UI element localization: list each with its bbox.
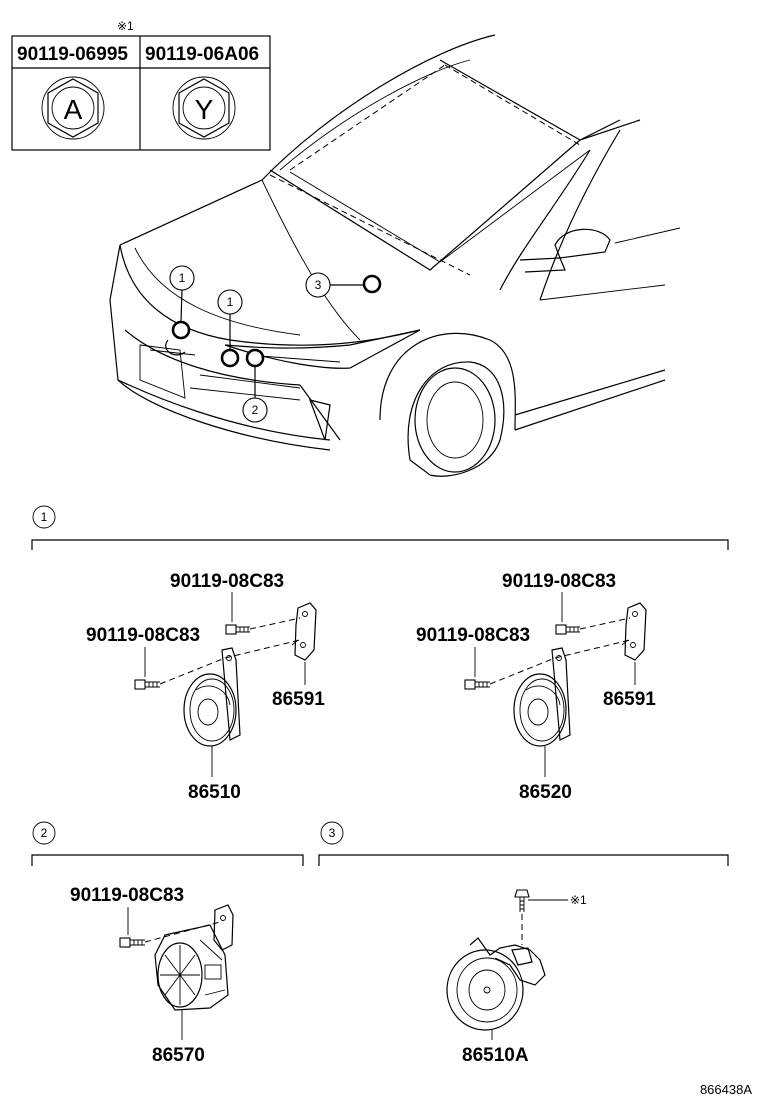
figure-id: 866438A bbox=[700, 1082, 752, 1097]
section-1-right-assembly: 90119-08C83 90119-08C83 8 bbox=[416, 571, 656, 803]
callout-1-left-label: 1 bbox=[179, 271, 186, 285]
bolt-upper-right-icon bbox=[555, 624, 580, 635]
nut-y-icon: Y bbox=[172, 76, 236, 140]
legend-table: ※1 90119-06995 90119-06A06 A Y bbox=[11, 19, 271, 151]
bracket-86591-right-icon bbox=[621, 602, 647, 661]
section-2-bolt-icon bbox=[119, 937, 145, 948]
horn-location-1b-marker bbox=[220, 348, 240, 368]
bolt-upper-right-label: 90119-08C83 bbox=[502, 571, 616, 592]
callout-2-label: 2 bbox=[252, 403, 259, 417]
callout-1-mid-label: 1 bbox=[227, 295, 234, 309]
horn-86520-icon bbox=[513, 647, 571, 747]
nut-a-mark: A bbox=[64, 94, 83, 125]
bracket-right-label: 86591 bbox=[603, 689, 656, 710]
section-2-callout: 2 bbox=[41, 826, 48, 840]
section-3-bolt-icon bbox=[514, 889, 530, 912]
bolt-lower-left-icon bbox=[134, 679, 160, 690]
section-1-left-assembly: 90119-08C83 90119-08C83 8 bbox=[86, 571, 325, 803]
section-3: 3 ※1 86510A bbox=[318, 821, 729, 1066]
nut-y-mark: Y bbox=[195, 94, 214, 125]
callout-3-label: 3 bbox=[315, 278, 322, 292]
bolt-lower-right-icon bbox=[464, 679, 490, 690]
horn-location-3-marker bbox=[362, 274, 382, 294]
section-2: 2 90119-08C83 86570 bbox=[31, 821, 304, 1066]
bolt-upper-left-icon bbox=[225, 624, 250, 635]
section-3-callout: 3 bbox=[329, 826, 336, 840]
section-1-callout: 1 bbox=[41, 510, 48, 524]
horn-left-label: 86510 bbox=[188, 782, 241, 803]
location-callouts: 1 1 2 3 bbox=[165, 265, 382, 423]
nut-a-icon: A bbox=[41, 76, 105, 140]
bracket-86591-left-icon bbox=[291, 602, 317, 661]
legend-note-mark: ※1 bbox=[117, 19, 134, 33]
bolt-upper-left-label: 90119-08C83 bbox=[170, 571, 284, 592]
horn-86510-icon bbox=[183, 647, 241, 747]
section-1: 1 90119-08C83 90119-08C83 bbox=[31, 505, 729, 803]
bolt-lower-left-label: 90119-08C83 bbox=[86, 625, 200, 646]
section-3-horn-label: 86510A bbox=[462, 1045, 529, 1066]
horn-location-1a-marker bbox=[171, 320, 191, 340]
section-2-horn-label: 86570 bbox=[152, 1045, 205, 1066]
bolt-lower-right-label: 90119-08C83 bbox=[416, 625, 530, 646]
horn-86570-icon bbox=[154, 904, 234, 1011]
horn-right-label: 86520 bbox=[519, 782, 572, 803]
horn-location-2-marker bbox=[245, 348, 265, 368]
legend-part-number-y: 90119-06A06 bbox=[145, 44, 259, 65]
section-3-bolt-note: ※1 bbox=[570, 893, 587, 907]
bracket-left-label: 86591 bbox=[272, 689, 325, 710]
legend-part-number-a: 90119-06995 bbox=[17, 44, 128, 65]
section-2-bolt-label: 90119-08C83 bbox=[70, 885, 184, 906]
horn-86510a-icon bbox=[446, 937, 546, 1031]
